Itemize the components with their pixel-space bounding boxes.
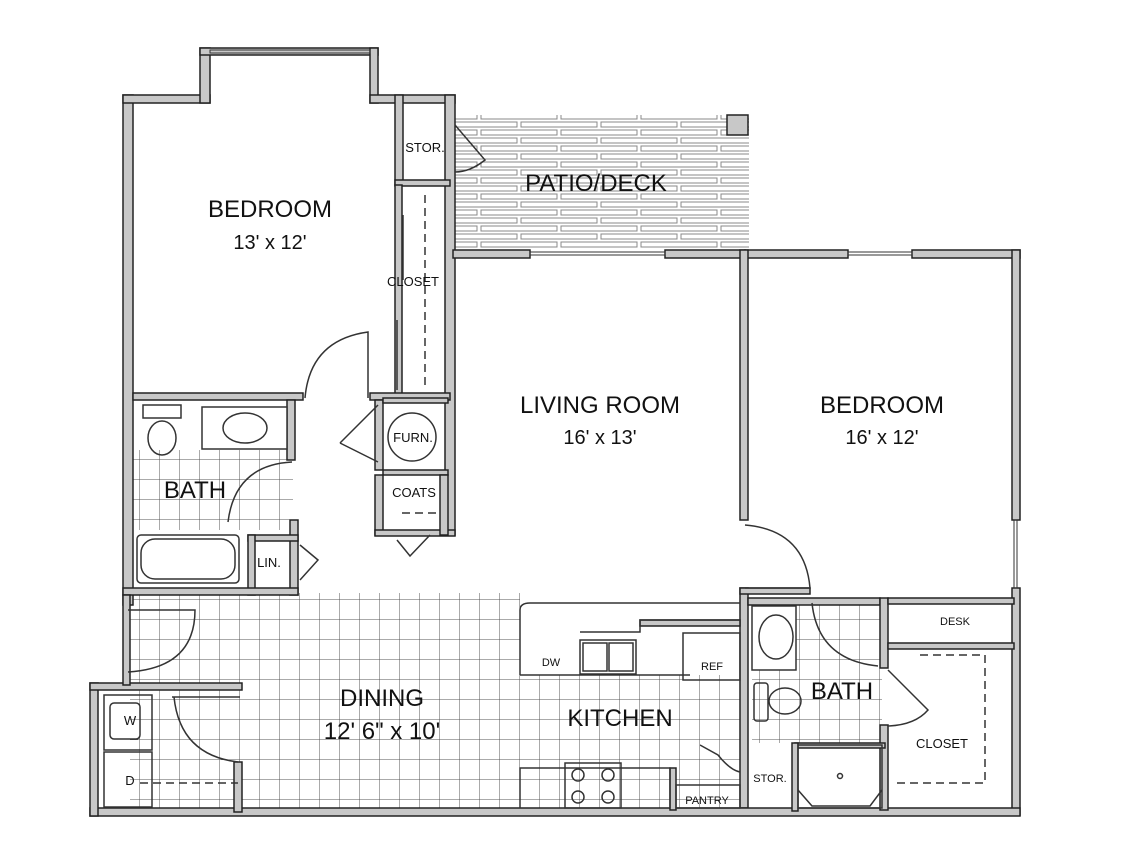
wall-segment	[394, 184, 403, 396]
wall-segment	[744, 249, 849, 259]
wall-segment	[132, 392, 304, 401]
bathtub	[136, 534, 240, 584]
dryer-label: D	[125, 773, 134, 788]
shower	[797, 744, 883, 809]
stor-top-label: STOR.	[405, 140, 445, 155]
wall-segment	[887, 597, 1015, 605]
door-swing	[304, 331, 369, 399]
wall-segment	[444, 94, 456, 536]
wall-segment	[199, 47, 211, 104]
dining-label: DINING	[340, 685, 424, 712]
closet2-label: CLOSET	[916, 736, 968, 751]
wall-segment	[664, 249, 746, 259]
wall-segment	[233, 761, 243, 813]
bedroom2-label: BEDROOM	[820, 392, 944, 419]
wall-segment	[374, 474, 384, 536]
dryer	[103, 751, 153, 808]
furnace-label: FURN.	[393, 430, 433, 445]
wall-segment	[726, 114, 749, 136]
wall-segment	[747, 597, 881, 606]
patio-label: PATIO/DECK	[525, 170, 667, 197]
stove	[564, 762, 622, 809]
vanity-sink	[201, 406, 288, 450]
toilet	[147, 420, 177, 456]
pantry-label: PANTRY	[685, 795, 729, 807]
dishwasher-label: DW	[542, 657, 561, 669]
stor-bottom-label: STOR.	[753, 773, 786, 785]
wall-segment	[122, 94, 134, 606]
washer	[103, 694, 153, 751]
bath2-toilet	[768, 687, 802, 715]
desk-label: DESK	[940, 616, 971, 628]
wall-segment	[374, 399, 384, 471]
wall-segment	[289, 519, 299, 596]
pantry-box	[675, 784, 741, 809]
bath1-tile-floor	[133, 450, 293, 530]
dining-tile-floor	[130, 593, 520, 808]
toilet-tank	[142, 404, 182, 419]
wall-segment	[911, 249, 1021, 259]
window	[1013, 519, 1018, 589]
closet1-label: CLOSET	[387, 274, 439, 289]
wall-segment	[199, 47, 379, 56]
wall-segment	[89, 682, 99, 817]
wall-segment	[791, 742, 799, 812]
patio-deck-floor	[453, 115, 749, 248]
wall-segment	[739, 587, 811, 595]
kitchen-label: KITCHEN	[567, 705, 672, 732]
window	[847, 251, 913, 256]
wall-segment	[394, 94, 404, 186]
bedroom2-size: 16' x 12'	[845, 427, 918, 449]
wall-segment	[247, 534, 256, 596]
wall-segment	[739, 587, 749, 809]
wall-segment	[887, 642, 1015, 650]
wall-segment	[382, 397, 449, 404]
wall-segment	[122, 94, 211, 104]
bath1-label: BATH	[164, 477, 226, 504]
bedroom1-label: BEDROOM	[208, 196, 332, 223]
wall-segment	[452, 249, 531, 259]
window	[209, 49, 371, 54]
bath2-label: BATH	[811, 678, 873, 705]
wall-segment	[879, 724, 889, 811]
wall-segment	[1011, 249, 1021, 521]
wall-segment	[879, 597, 889, 669]
walls	[89, 47, 1021, 817]
wall-segment	[1011, 587, 1021, 816]
kitchen-counter	[519, 602, 740, 676]
dining-size: 12' 6" x 10'	[324, 718, 440, 745]
wall-segment	[639, 619, 741, 627]
wall-segment	[439, 474, 449, 536]
wall-segment	[286, 399, 296, 461]
window	[529, 251, 666, 256]
living-size: 16' x 13'	[563, 427, 636, 449]
wall-segment	[374, 529, 456, 537]
washer-label: W	[124, 713, 137, 728]
fixtures	[103, 124, 986, 809]
wall-segment	[382, 469, 449, 476]
wall-segment	[122, 594, 131, 686]
linen-label: LIN.	[257, 555, 281, 570]
kitchen-sink	[579, 639, 637, 675]
kitchen-tile-floor	[520, 675, 740, 808]
living-label: LIVING ROOM	[520, 392, 680, 419]
furnace-unit	[387, 412, 437, 462]
wall-segment	[669, 767, 677, 811]
coats-label: COATS	[392, 485, 436, 500]
wall-segment	[739, 249, 749, 521]
refrigerator	[682, 632, 741, 681]
wall-segment	[369, 94, 456, 104]
wall-segment	[122, 587, 299, 596]
bedroom1-size: 13' x 12'	[233, 232, 306, 254]
fridge-label: REF	[701, 661, 723, 673]
wall-segment	[89, 682, 243, 691]
wall-segment	[394, 179, 451, 187]
